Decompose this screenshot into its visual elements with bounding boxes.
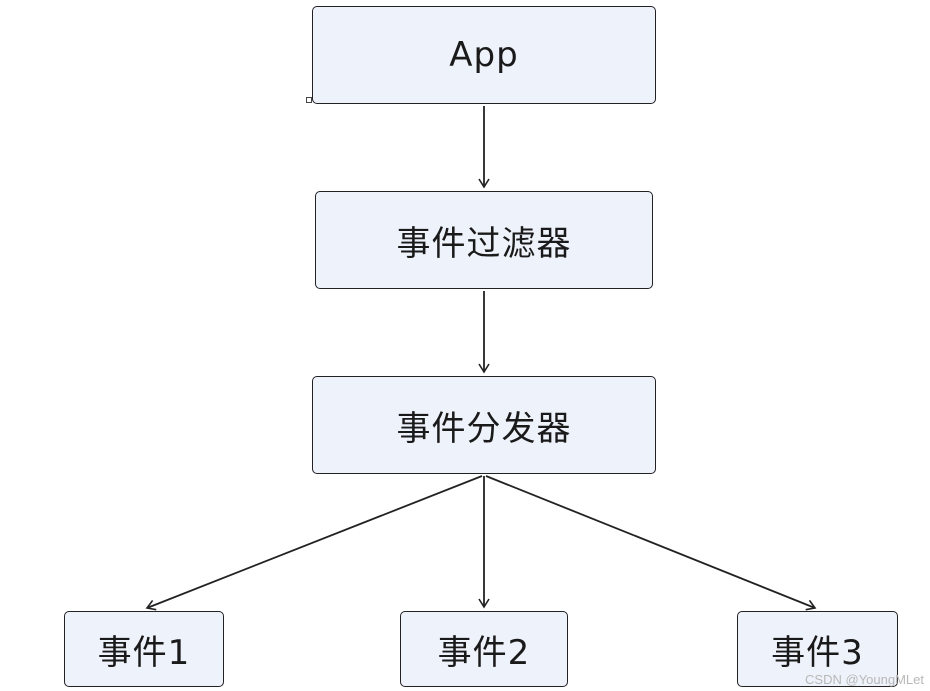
node-event-2-label: 事件2: [437, 632, 531, 673]
node-event-1-label: 事件1: [97, 632, 191, 673]
edge-dispatcher-to-event1: [145, 475, 483, 611]
node-event-filter-label: 事件过滤器: [396, 223, 572, 264]
watermark-text: CSDN @YoungMLet: [805, 672, 924, 687]
resize-handle[interactable]: [306, 97, 312, 103]
node-event-2[interactable]: 事件2: [400, 611, 568, 687]
node-app-label: App: [449, 35, 519, 75]
node-event-1[interactable]: 事件1: [64, 611, 224, 687]
node-event-3[interactable]: 事件3: [737, 611, 898, 687]
node-event-filter[interactable]: 事件过滤器: [315, 191, 653, 289]
node-event-3-label: 事件3: [771, 632, 864, 673]
node-event-dispatcher[interactable]: 事件分发器: [312, 376, 656, 474]
edge-dispatcher-to-event3: [485, 475, 817, 611]
node-event-dispatcher-label: 事件分发器: [396, 408, 572, 449]
node-app[interactable]: App: [312, 6, 656, 104]
